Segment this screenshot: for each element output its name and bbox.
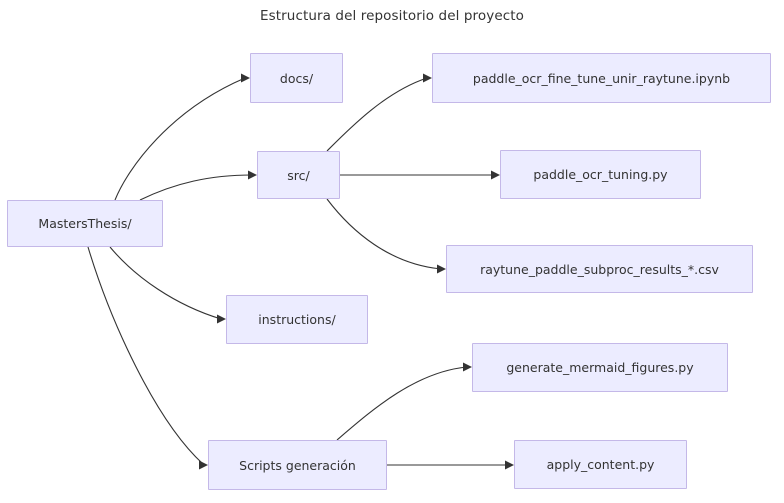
node-label: Scripts generación bbox=[239, 457, 356, 473]
node-root[interactable]: MastersThesis/ bbox=[7, 200, 163, 247]
node-label: MastersThesis/ bbox=[38, 216, 132, 231]
node-label: paddle_ocr_fine_tune_unir_raytune.ipynb bbox=[472, 70, 731, 86]
node-scripts[interactable]: Scripts generación bbox=[208, 440, 387, 490]
node-label: docs/ bbox=[279, 70, 314, 86]
edge-src-to-csv bbox=[326, 198, 442, 270]
arrowhead-src-to-csv bbox=[437, 264, 446, 274]
arrowhead-root-to-docs bbox=[241, 73, 250, 83]
node-label: paddle_ocr_tuning.py bbox=[533, 167, 668, 182]
node-label: generate_mermaid_figures.py bbox=[506, 360, 694, 375]
arrowhead-scripts-to-mermaidpy bbox=[463, 362, 472, 372]
arrowhead-root-to-instructions bbox=[217, 314, 226, 324]
arrowhead-src-to-tuningpy bbox=[491, 170, 500, 180]
node-src[interactable]: src/ bbox=[257, 151, 340, 199]
diagram-title: Estructura del repositorio del proyecto bbox=[259, 8, 524, 24]
node-docs[interactable]: docs/ bbox=[250, 53, 343, 103]
arrowhead-scripts-to-applypy bbox=[505, 460, 514, 470]
edge-root-to-docs bbox=[114, 77, 246, 201]
arrowhead-src-to-ipynb bbox=[423, 73, 432, 83]
node-ipynb[interactable]: paddle_ocr_fine_tune_unir_raytune.ipynb bbox=[432, 53, 771, 103]
node-mermaidpy[interactable]: generate_mermaid_figures.py bbox=[472, 343, 728, 392]
edge-root-to-scripts bbox=[87, 246, 204, 465]
node-label: apply_content.py bbox=[546, 457, 655, 472]
edge-root-to-instructions bbox=[109, 246, 222, 320]
arrowhead-root-to-src bbox=[248, 170, 257, 180]
node-label: raytune_paddle_subproc_results_*.csv bbox=[480, 261, 719, 277]
arrowhead-root-to-scripts bbox=[199, 460, 208, 470]
node-instructions[interactable]: instructions/ bbox=[226, 295, 368, 344]
node-label: instructions/ bbox=[258, 312, 336, 327]
node-label: src/ bbox=[287, 167, 310, 183]
node-csv[interactable]: raytune_paddle_subproc_results_*.csv bbox=[446, 245, 753, 293]
node-tuningpy[interactable]: paddle_ocr_tuning.py bbox=[500, 150, 701, 199]
edge-scripts-to-mermaidpy bbox=[336, 366, 468, 441]
node-applypy[interactable]: apply_content.py bbox=[514, 440, 687, 489]
edge-root-to-src bbox=[139, 174, 253, 201]
